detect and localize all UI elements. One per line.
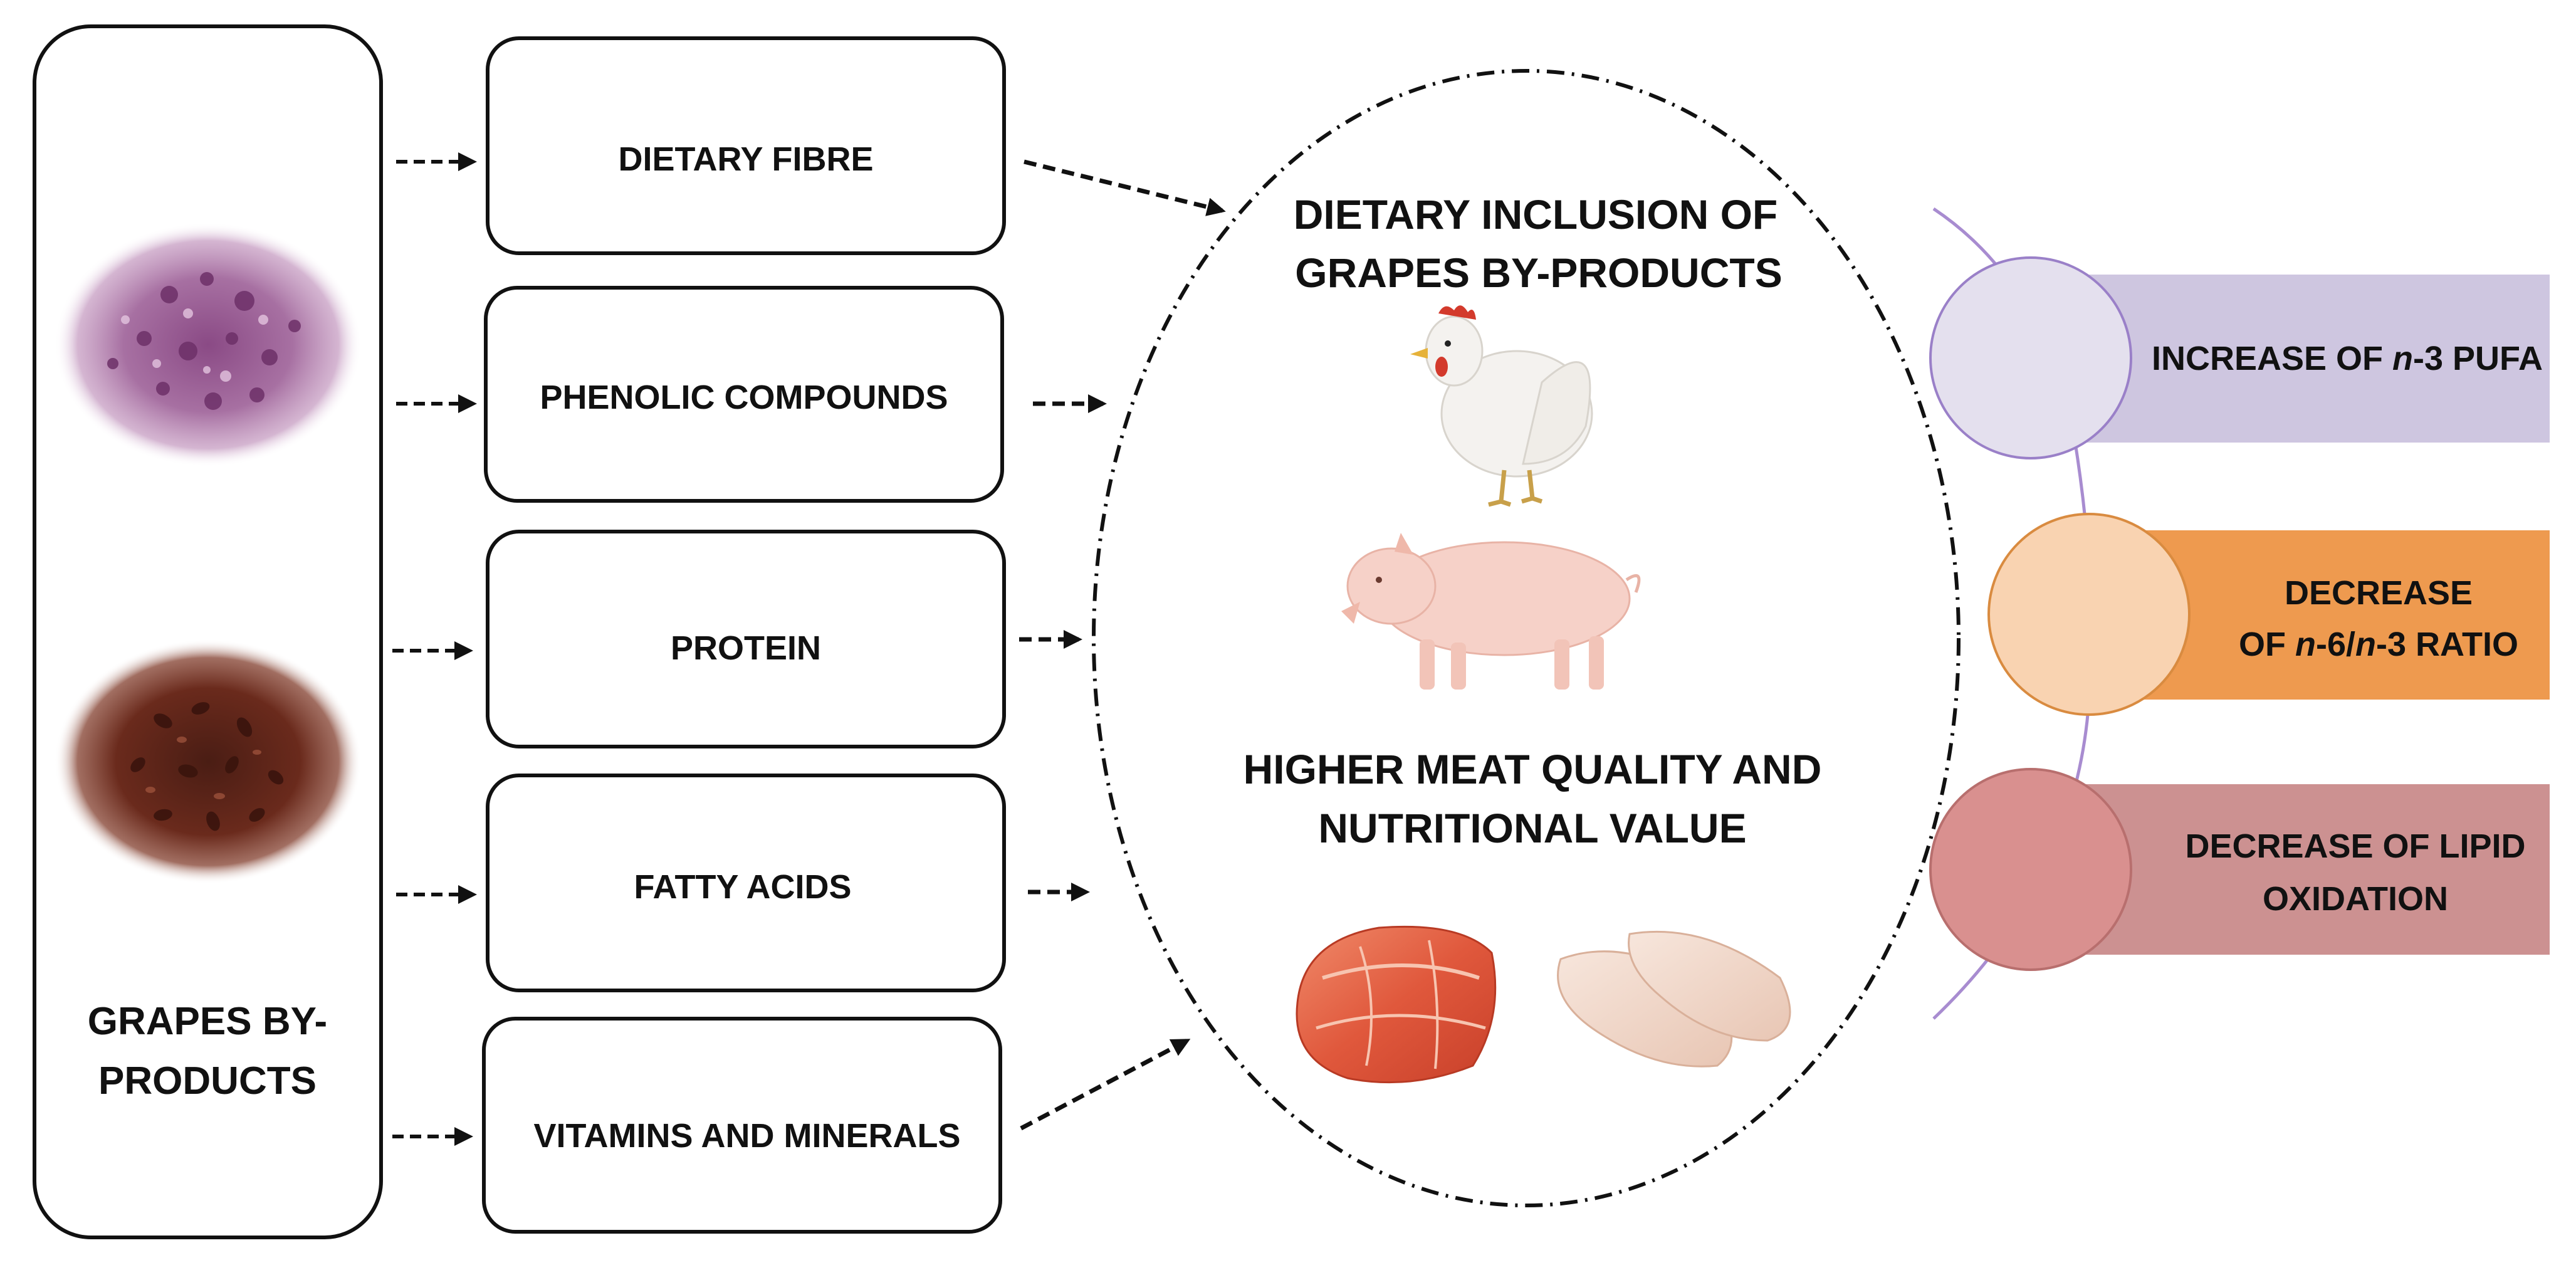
chicken-image [1410, 305, 1593, 507]
grape-seeds-image [55, 639, 362, 884]
source-panel-frame [33, 24, 383, 1239]
component-label: PHENOLIC COMPOUNDS [540, 379, 948, 416]
outcome-label-line2: OF n-6/n-3 RATIO [2239, 626, 2518, 663]
component-label: VITAMINS AND MINERALS [534, 1117, 961, 1155]
component-label: PROTEIN [671, 629, 821, 667]
outcome-label-line2: OXIDATION [2263, 880, 2448, 918]
source-arrows [392, 152, 477, 1146]
component-dietary-fibre: DIETARY FIBRE [486, 36, 1006, 255]
component-phenolic-compounds: PHENOLIC COMPOUNDS [484, 286, 1004, 503]
center-panel: DIETARY INCLUSION OF GRAPES BY-PRODUCTS [1092, 69, 1961, 1207]
component-label: DIETARY FIBRE [618, 140, 873, 178]
outcome-label-line1: DECREASE [2285, 574, 2473, 612]
source-label-line1: GRAPES BY- [88, 1000, 327, 1043]
component-vitamins-minerals: VITAMINS AND MINERALS [482, 1017, 1002, 1234]
center-title-line1: DIETARY INCLUSION OF [1294, 191, 1778, 238]
source-panel: GRAPES BY- PRODUCTS [33, 24, 383, 1239]
center-result-line1: HIGHER MEAT QUALITY AND [1243, 746, 1822, 792]
outcome-decrease-lipid-oxidation: DECREASE OF LIPID OXIDATION [1929, 768, 2550, 971]
component-fatty-acids: FATTY ACIDS [486, 774, 1006, 992]
outcome-decrease-n6-n3-ratio: DECREASE OF n-6/n-3 RATIO [1987, 513, 2550, 716]
outcome-label: INCREASE OF n-3 PUFA [2152, 340, 2543, 377]
component-boxes: DIETARY FIBRE PHENOLIC COMPOUNDS PROTEIN… [482, 36, 1006, 1234]
chicken-breast-image [1557, 930, 1791, 1068]
pig-image [1341, 533, 1641, 690]
outcome-label-line1: DECREASE OF LIPID [2185, 827, 2525, 865]
outcomes-panel: INCREASE OF n-3 PUFA DECREASE OF n-6/n-3… [1929, 207, 2550, 1020]
arrow-fibre-to-center [1024, 159, 1226, 216]
component-label: FATTY ACIDS [634, 868, 851, 906]
center-result-line2: NUTRITIONAL VALUE [1318, 805, 1746, 851]
center-arrows [1019, 159, 1226, 1131]
outcome-circle [1987, 513, 2191, 716]
outcome-circle [1929, 256, 2132, 459]
source-label-line2: PRODUCTS [98, 1059, 317, 1103]
grape-skins-image [55, 223, 362, 467]
outcome-circle [1929, 768, 2132, 971]
arrow-vitamins-to-center [1020, 1038, 1191, 1131]
center-title-line2: GRAPES BY-PRODUCTS [1295, 249, 1782, 296]
outcome-increase-n3-pufa: INCREASE OF n-3 PUFA [1929, 256, 2550, 459]
center-ellipse [1092, 69, 1961, 1207]
pork-loin-image [1296, 925, 1497, 1084]
component-protein: PROTEIN [486, 530, 1006, 748]
